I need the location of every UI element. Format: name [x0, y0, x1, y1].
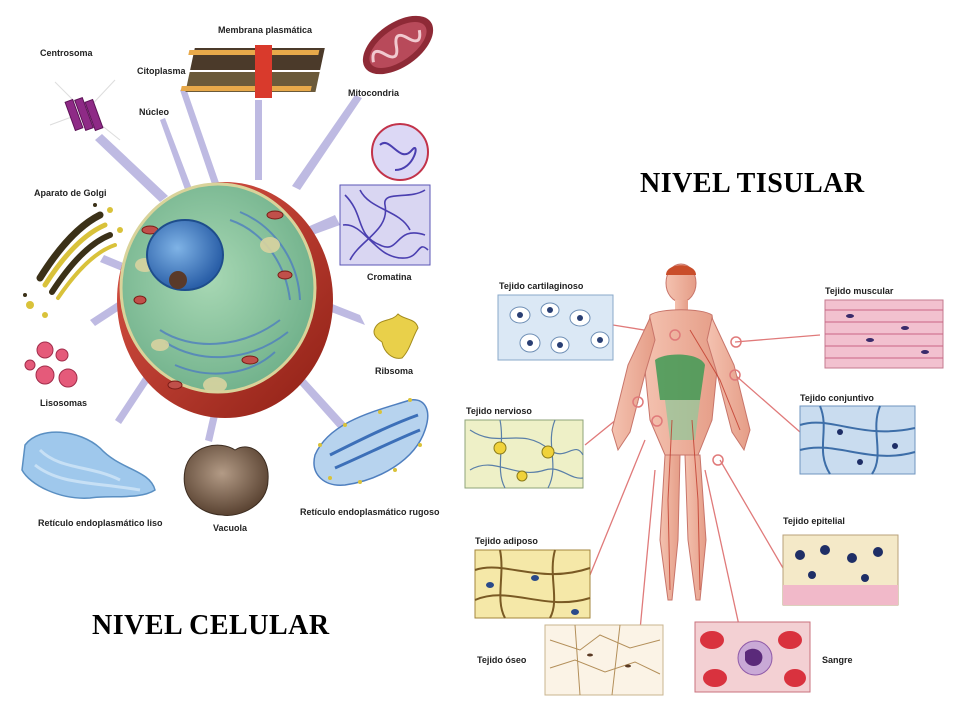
mitocondria-illustration — [362, 15, 434, 75]
cell-illustration — [90, 88, 365, 442]
tejido-oseo-illustration — [544, 624, 664, 696]
golgi-illustration — [23, 203, 123, 318]
tejido-nervioso-illustration — [464, 419, 584, 489]
centrosoma-illustration — [49, 79, 121, 141]
vacuola-illustration — [183, 444, 269, 516]
label-tejido-adiposo: Tejido adiposo — [475, 536, 538, 546]
ribosoma-illustration — [373, 313, 419, 359]
label-centrosoma: Centrosoma — [40, 48, 93, 58]
rer-illustration — [313, 398, 429, 486]
label-vacuola: Vacuola — [213, 523, 248, 533]
tejido-adiposo-illustration — [474, 549, 591, 619]
label-citoplasma: Citoplasma — [137, 66, 186, 76]
lisosomas-illustration — [24, 341, 78, 388]
cromatina-illustration — [339, 123, 431, 266]
tissue-connector-lines — [584, 324, 821, 631]
tejido-epitelial-illustration — [782, 534, 899, 606]
tejido-muscular-illustration — [824, 299, 944, 369]
label-nucleo: Núcleo — [139, 107, 170, 117]
label-rer: Retículo endoplasmático rugoso — [300, 507, 440, 517]
label-tejido-muscular: Tejido muscular — [825, 286, 894, 296]
label-membrana: Membrana plasmática — [218, 25, 313, 35]
tissue-markers — [632, 329, 742, 466]
label-cromatina: Cromatina — [367, 272, 412, 282]
rel-illustration — [21, 431, 156, 499]
label-mitocondria: Mitocondria — [348, 88, 399, 98]
human-body-illustration — [611, 263, 751, 601]
label-tejido-conjuntivo: Tejido conjuntivo — [800, 393, 874, 403]
label-sangre: Sangre — [822, 655, 853, 665]
title-nivel-celular: NIVEL CELULAR — [92, 610, 330, 641]
label-lisosomas: Lisosomas — [40, 398, 88, 408]
label-tejido-nervioso: Tejido nervioso — [466, 406, 532, 416]
membrana-illustration — [180, 45, 325, 98]
label-tejido-epitelial: Tejido epitelial — [783, 516, 845, 526]
label-tejido-cartilaginoso: Tejido cartilaginoso — [499, 281, 584, 291]
er-swirls — [159, 211, 301, 375]
sangre-illustration — [694, 621, 811, 693]
label-rel: Retículo endoplasmático liso — [38, 518, 163, 528]
title-nivel-tisular: NIVEL TISULAR — [640, 168, 865, 199]
label-golgi: Aparato de Golgi — [34, 188, 107, 198]
label-tejido-oseo: Tejido óseo — [477, 655, 527, 665]
tejido-conjuntivo-illustration — [799, 405, 916, 475]
label-ribosoma: Ribsoma — [375, 366, 414, 376]
tejido-cartilaginoso-illustration — [497, 294, 614, 361]
